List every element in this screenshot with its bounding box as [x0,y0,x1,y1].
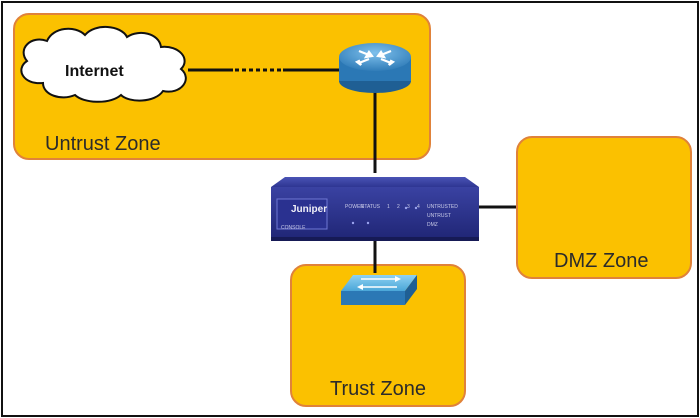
fw-label-console: CONSOLE [281,225,306,231]
fw-label-dmz: DMZ [427,222,438,228]
dmz-zone-label: DMZ Zone [554,250,649,272]
firewall-brand: Juniper [291,204,328,215]
cloud-icon [20,26,187,103]
fw-label-untrust: UNTRUST [427,213,451,219]
fw-label-port4: 4 [417,204,420,210]
fw-label-status: STATUS [361,204,380,210]
fw-label-untrusted: UNTRUSTED [427,204,458,210]
fw-label-port1: 1 [387,204,390,210]
network-links [20,26,516,305]
trust-zone-label: Trust Zone [330,378,426,400]
firewall-icon [271,177,479,241]
fw-label-power: POWER [345,204,364,210]
internet-label: Internet [65,63,124,80]
untrust-zone-label: Untrust Zone [45,133,161,155]
router-icon [339,43,411,93]
dmz-zone: DMZ Zone [516,136,692,279]
fw-label-port2: 2 [397,204,400,210]
switch-icon [341,275,417,305]
fw-label-port3: 3 [407,204,410,210]
